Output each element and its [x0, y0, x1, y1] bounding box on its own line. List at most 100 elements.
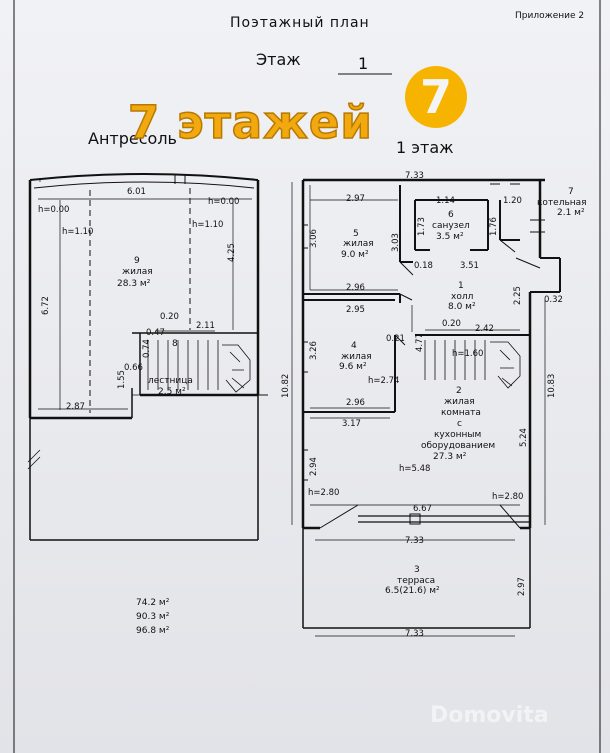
room2-line2: комната — [441, 408, 481, 418]
room2-number: 2 — [456, 386, 462, 396]
ff-dim-303: 3.03 — [391, 233, 401, 252]
total-area-3: 96.8 м² — [136, 626, 170, 636]
room6-number: 6 — [448, 210, 454, 220]
ff-dim-020: 0.20 — [442, 319, 461, 329]
mezz-h-left: h=0.00 — [38, 205, 70, 215]
ff-dim-225: 2.25 — [513, 286, 523, 305]
ff-dim-296a: 2.96 — [346, 283, 365, 293]
room1-name: холл — [451, 292, 474, 302]
mezz-dim-074: 0.74 — [142, 339, 152, 358]
room1-area: 8.0 м² — [448, 302, 476, 312]
ff-dim-477: 4.77 — [415, 333, 425, 352]
brand-watermark: Domovita — [430, 703, 549, 728]
ff-dim-524: 5.24 — [519, 428, 529, 447]
ff-dim-306: 3.06 — [309, 229, 319, 248]
ff-dim-018: 0.18 — [414, 261, 433, 271]
ff-dim-032: 0.32 — [544, 295, 563, 305]
room9-number: 9 — [134, 256, 140, 266]
watermark-text: 7 этажей — [127, 95, 373, 150]
floor-number: 1 — [358, 54, 369, 73]
room8-number: 8 — [172, 339, 178, 349]
mezzanine-low-height-lines — [89, 188, 191, 413]
room3-number: 3 — [414, 565, 420, 575]
ff-dim-295: 2.95 — [346, 305, 365, 315]
mezz-dim-047: 0.47 — [146, 328, 165, 338]
room6-name: санузел — [432, 221, 470, 231]
ff-dim-297: 2.97 — [346, 194, 365, 204]
room2-area: 27.3 м² — [433, 452, 467, 462]
ff-dim-351: 3.51 — [460, 261, 479, 271]
mezz-dim-211: 2.11 — [196, 321, 215, 331]
room8-name: лестница — [148, 376, 193, 386]
ff-dim-733c: 7.33 — [405, 629, 424, 639]
ff-h160: h=1.60 — [452, 349, 484, 359]
watermark-badge: 7 — [405, 66, 467, 128]
room5-area: 9.0 м² — [341, 250, 369, 260]
first-floor-outer-walls — [301, 178, 545, 530]
room5-number: 5 — [353, 229, 359, 239]
ff-dim-294: 2.94 — [309, 457, 319, 476]
first-floor-title: 1 этаж — [396, 138, 454, 157]
ff-dim-667: 6.67 — [413, 504, 432, 514]
mezzanine-title: Антресоль — [88, 129, 177, 148]
ff-dim-296b: 2.96 — [346, 398, 365, 408]
room7-number: 7 — [568, 187, 574, 197]
terrace-partition — [358, 513, 530, 525]
room6-area: 3.5 м² — [436, 232, 464, 242]
room2-line3: с — [457, 419, 462, 429]
mezzanine-lower-outline — [29, 395, 259, 541]
ff-dim-176: 1.76 — [489, 217, 499, 236]
ff-dim-242: 2.42 — [475, 324, 494, 334]
terrace-outline — [302, 528, 531, 629]
ff-dim-297-terrace: 2.97 — [517, 577, 527, 596]
room2-line5: оборудованием — [421, 441, 496, 451]
first-floor-dimension-lines — [291, 182, 546, 637]
ff-dim-021: 0.21 — [386, 334, 405, 344]
mezz-dim-155: 1.55 — [117, 370, 127, 389]
plan-title: Поэтажный план — [230, 15, 370, 31]
mezz-h110-left: h=1.10 — [62, 227, 94, 237]
room9-area: 28.3 м² — [117, 279, 151, 289]
room9-name: жилая — [122, 267, 153, 277]
ff-dim-733b: 7.33 — [405, 536, 424, 546]
room2-line1: жилая — [444, 397, 475, 407]
room4-area: 9.6 м² — [339, 362, 367, 372]
watermark-badge-number: 7 — [419, 70, 452, 124]
ff-dim-120: 1.20 — [503, 196, 522, 206]
ff-dim-114: 1.14 — [436, 196, 455, 206]
ff-dim-1083: 10.83 — [547, 373, 557, 398]
ff-dim-top: 7.33 — [405, 171, 424, 181]
room4-number: 4 — [351, 341, 357, 351]
first-floor-windows — [303, 183, 545, 481]
room4-name: жилая — [341, 352, 372, 362]
mezz-h110-right: h=1.10 — [192, 220, 224, 230]
mezzanine-plan — [28, 173, 260, 420]
mezz-h-right: h=0.00 — [208, 197, 240, 207]
first-floor-stairs — [424, 340, 521, 389]
mezz-dim-020: 0.20 — [160, 312, 179, 322]
room7-area: 2.1 м² — [557, 208, 585, 218]
first-floor-inner-walls — [302, 185, 561, 413]
mezz-dim-right: 4.25 — [227, 243, 237, 262]
ff-h280-right: h=2.80 — [492, 492, 524, 502]
mezz-dim-287: 2.87 — [66, 402, 85, 412]
mezz-dim-066: 0.66 — [124, 363, 143, 373]
room3-area: 6.5(21.6) м² — [385, 586, 440, 596]
ff-dim-173: 1.73 — [417, 217, 427, 236]
mezzanine-window-top — [174, 175, 186, 184]
room1-number: 1 — [458, 281, 464, 291]
floor-label: Этаж — [256, 50, 301, 69]
total-area-2: 90.3 м² — [136, 612, 170, 622]
room2-line4: кухонным — [434, 430, 482, 440]
ff-h280-left: h=2.80 — [308, 488, 340, 498]
ff-dim-317: 3.17 — [342, 419, 361, 429]
appendix-label: Приложение 2 — [515, 11, 585, 21]
ff-dim-1082: 10.82 — [281, 373, 291, 398]
room8-area: 2.5 м² — [158, 387, 186, 397]
mezzanine-stairs — [132, 340, 251, 396]
mezzanine-dimension-lines — [38, 178, 252, 410]
total-area-1: 74.2 м² — [136, 598, 170, 608]
